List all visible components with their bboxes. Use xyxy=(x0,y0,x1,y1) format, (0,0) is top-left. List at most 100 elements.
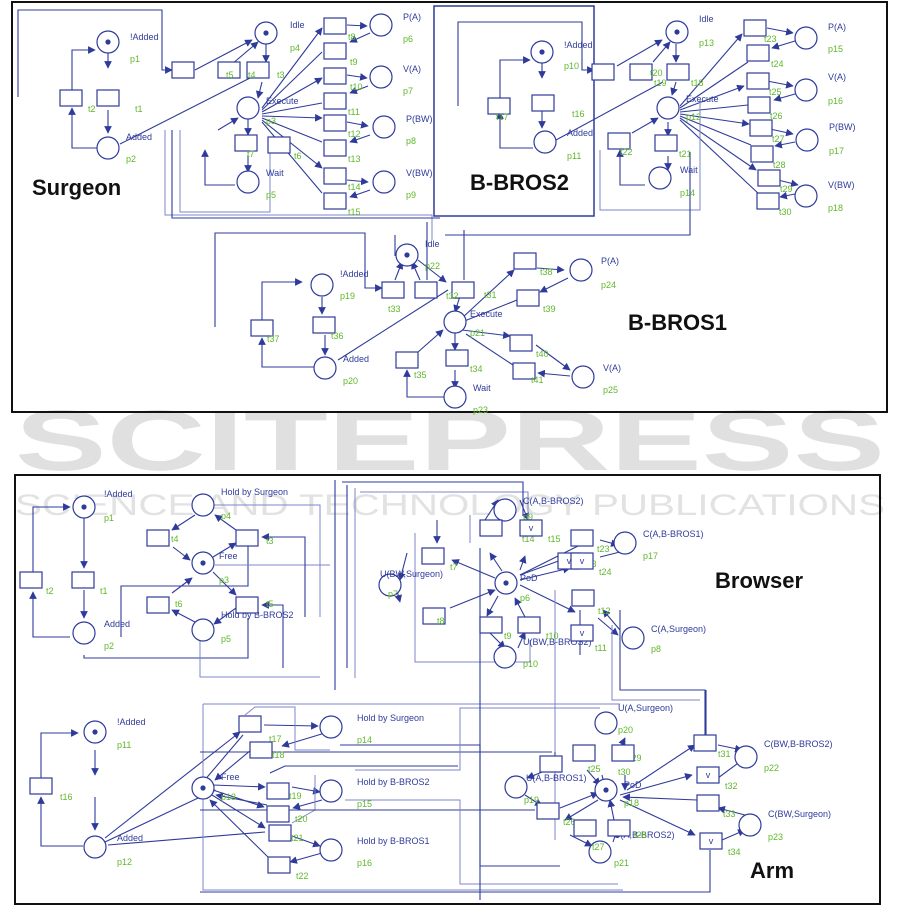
place-id: p15 xyxy=(357,799,372,809)
bottom-figure-transition-t18: t18 xyxy=(249,741,285,760)
transition-id: t5 xyxy=(226,70,234,80)
place-circle xyxy=(504,775,528,799)
transition-id: t10 xyxy=(350,82,363,92)
token-dot xyxy=(539,49,545,55)
title-surgeon: Surgeon xyxy=(32,175,121,200)
top-figure-transition-t33: t33 xyxy=(381,281,405,314)
top-figure-transition-t3: t3 xyxy=(246,61,285,80)
top-figure-transition-t7: t7 xyxy=(234,134,258,159)
bottom-figure-transition-t29: t29 xyxy=(572,744,642,763)
bottom-figure-place-p8: C(A,Surgeon)p8 xyxy=(621,624,706,654)
place-id: p13 xyxy=(221,792,236,802)
transition-box xyxy=(749,119,773,137)
place-name: Wait xyxy=(266,168,284,178)
place-circle xyxy=(734,745,758,769)
transition-id: t35 xyxy=(414,370,427,380)
transition-box xyxy=(238,715,262,733)
place-id: p1 xyxy=(130,54,140,64)
place-id: p2 xyxy=(104,641,114,651)
transition-box xyxy=(266,805,290,823)
transition-id: t18 xyxy=(691,78,704,88)
transition-box xyxy=(513,252,537,270)
place-name: Idle xyxy=(699,14,714,24)
transition-id: t31 xyxy=(718,749,731,759)
transition-id: t15 xyxy=(548,534,561,544)
top-figure-place-p13: Idle p13 xyxy=(665,14,714,48)
place-circle xyxy=(372,115,396,139)
transition-box xyxy=(747,96,771,114)
place-name: Added xyxy=(104,619,130,629)
transition-id: t27 xyxy=(772,134,785,144)
or-label: v xyxy=(567,556,572,566)
place-id: p19 xyxy=(524,795,539,805)
transition-box xyxy=(323,139,347,157)
transition-id: t19 xyxy=(289,791,302,801)
transition-box xyxy=(234,134,258,152)
place-id: p2 xyxy=(126,154,136,164)
place-id: p23 xyxy=(473,405,488,415)
bottom-figure-transition-t7: t7 xyxy=(421,547,458,572)
top-figure-transition-t28: t28 xyxy=(750,145,786,170)
place-name: P(BW) xyxy=(406,114,433,124)
place-circle xyxy=(319,838,343,862)
place-id: p4 xyxy=(290,43,300,53)
place-name: Added xyxy=(126,132,152,142)
transition-id: t24 xyxy=(599,567,612,577)
place-circle xyxy=(443,310,467,334)
or-label: v xyxy=(580,556,585,566)
place-name: V(BW) xyxy=(406,168,433,178)
place-circle xyxy=(571,365,595,389)
bottom-figure-transition-t26: t26 xyxy=(536,802,576,827)
top-figure-transition-t9: t9 xyxy=(323,42,358,67)
transition-box xyxy=(421,547,445,565)
top-figure-transition-t16: t16 xyxy=(531,94,585,119)
top-figure-transition-t22: t22 xyxy=(607,132,633,157)
transition-id: t25 xyxy=(769,87,782,97)
top-figure-transition-t39: t39 xyxy=(516,289,556,314)
bottom-figure-place-p2: Added p2 xyxy=(72,619,130,651)
place-name: V(A) xyxy=(828,72,846,82)
transition-id: t23 xyxy=(597,544,610,554)
transition-id: t16 xyxy=(60,792,73,802)
bottom-figure-transition-t16: t16 xyxy=(29,777,73,802)
place-circle xyxy=(493,645,517,669)
place-id: p13 xyxy=(699,38,714,48)
place-name: V(A) xyxy=(403,64,421,74)
nodes-layer: !Addedp1Addedp2Executep3Idlep4Waitp5P(A)… xyxy=(19,12,856,881)
token-dot xyxy=(200,560,206,566)
place-circle xyxy=(621,626,645,650)
place-circle xyxy=(794,184,818,208)
transition-box xyxy=(217,61,241,79)
place-id: p22 xyxy=(425,261,440,271)
place-id: p18 xyxy=(828,203,843,213)
or-label: v xyxy=(529,523,534,533)
or-label: v xyxy=(580,628,585,638)
place-name: U(A,B-BROS2) xyxy=(614,830,675,840)
bottom-figure-transition-t1: t1 xyxy=(71,571,108,596)
top-figure-place-p6: P(A)p6 xyxy=(369,12,421,44)
bottom-figure-transition-t27: t27 xyxy=(573,819,605,852)
transition-box xyxy=(235,529,259,547)
place-circle xyxy=(378,573,402,597)
bottom-figure-transition-t5: t5 xyxy=(235,596,274,614)
place-circle xyxy=(738,813,762,837)
transition-id: t28 xyxy=(634,830,647,840)
transition-id: t34 xyxy=(470,364,483,374)
top-figure-transition-t6: t6 xyxy=(267,136,302,161)
place-circle xyxy=(493,498,517,522)
token-dot xyxy=(503,580,509,586)
place-name: Hold by Surgeon xyxy=(221,487,288,497)
transition-id: t37 xyxy=(267,334,280,344)
transition-id: t23 xyxy=(764,34,777,44)
bottom-figure-transition-t19: t19 xyxy=(266,782,302,801)
transition-box xyxy=(250,319,274,337)
top-figure-place-p16: V(A)p16 xyxy=(794,72,846,106)
top-figure-transition-t27: t27 xyxy=(749,119,785,144)
transition-box xyxy=(607,132,631,150)
title-arm: Arm xyxy=(750,858,794,883)
transition-box xyxy=(71,571,95,589)
transition-box xyxy=(59,89,83,107)
bbros2-boundary xyxy=(433,5,595,217)
